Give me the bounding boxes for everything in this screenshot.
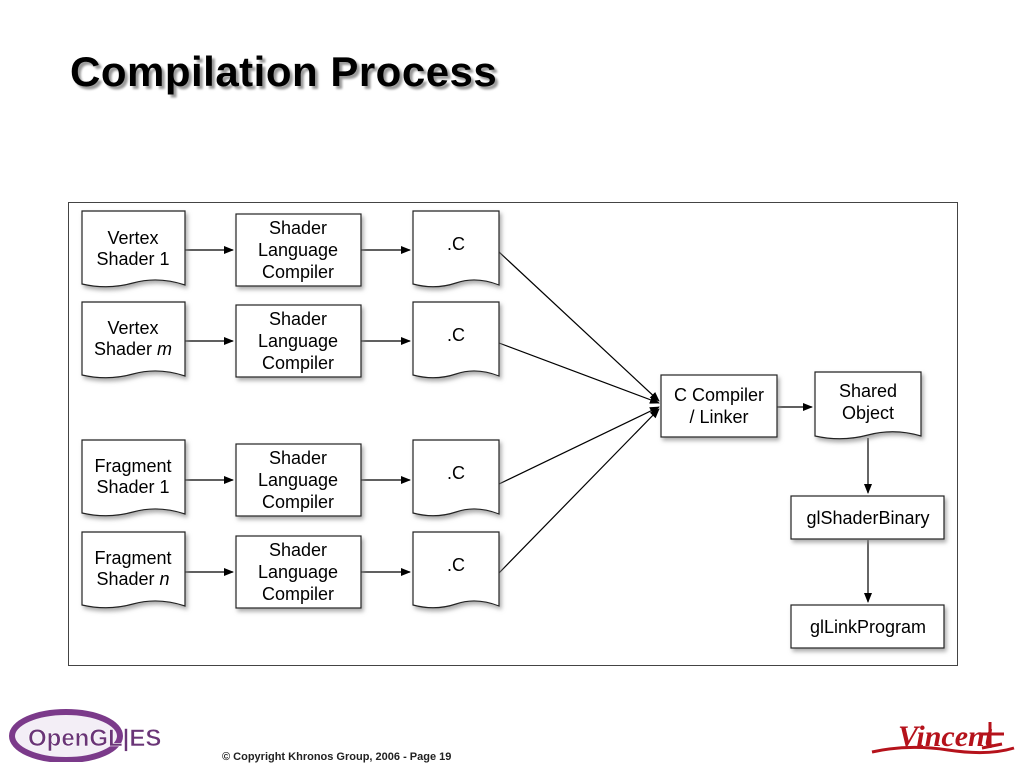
compiler-3-line1: Shader: [269, 448, 327, 468]
c-file-2: [412, 301, 500, 379]
compiler-4-line2: Language: [258, 562, 338, 582]
gllinkprogram-label: glLinkProgram: [810, 617, 926, 637]
source-4-line1: Fragment: [94, 548, 171, 568]
source-1-line1: Vertex: [107, 228, 158, 248]
vincent-logo-text: Vincent: [898, 720, 995, 753]
c-file-4-label: .C: [447, 555, 465, 575]
compiler-4-line1: Shader: [269, 540, 327, 560]
compiler-1-line3: Compiler: [262, 262, 334, 282]
opengl-es-logo-text: OpenGL|ES: [28, 725, 161, 752]
svg-text:Vertex: Vertex: [107, 228, 158, 248]
source-1-line2: Shader 1: [96, 249, 169, 269]
compiler-1-line1: Shader: [269, 218, 327, 238]
copyright-footer: © Copyright Khronos Group, 2006 - Page 1…: [222, 751, 452, 763]
source-3-line1: Fragment: [94, 456, 171, 476]
glshaderbinary-label: glShaderBinary: [806, 508, 929, 528]
gllinkprogram-box: [790, 604, 945, 649]
glshaderbinary-box: [790, 495, 945, 540]
compiler-4-line3: Compiler: [262, 584, 334, 604]
source-node-1: [81, 210, 186, 288]
source-4-line2: Shader n: [96, 569, 169, 589]
arrow-c2-to-ccompiler: [498, 342, 660, 404]
shared-object-node: [814, 371, 922, 440]
source-2-line2: Shader m: [94, 339, 172, 359]
c-file-nodes: [412, 210, 500, 609]
svg-text:Fragment: Fragment: [94, 548, 171, 568]
compiler-box-1: [235, 213, 362, 287]
c-file-1: [412, 210, 500, 288]
shared-object-line2: Object: [842, 403, 894, 423]
c-file-3-label: .C: [447, 463, 465, 483]
c-compiler-box: [660, 374, 778, 438]
opengl-es-logo: OpenGL|ES: [9, 709, 162, 762]
compiler-2-line1: Shader: [269, 309, 327, 329]
slide-title: Compilation Process: [70, 48, 498, 95]
compiler-box-4: [235, 535, 362, 609]
vincent-logo: Vincent: [871, 720, 1015, 755]
compiler-box-3: [235, 443, 362, 517]
c-file-4: [412, 531, 500, 609]
compiler-3-line3: Compiler: [262, 492, 334, 512]
c-file-3: [412, 439, 500, 517]
compiler-boxes: [235, 213, 362, 609]
source-2-line1: Vertex: [107, 318, 158, 338]
diagram-frame: [68, 202, 958, 666]
svg-text:Fragment: Fragment: [94, 456, 171, 476]
arrow-c1-to-ccompiler: [498, 251, 660, 402]
compiler-labels: Shader Language Compiler Shader Language…: [258, 218, 338, 604]
arrow-c4-to-ccompiler: [498, 408, 660, 574]
source-node-4: [81, 531, 186, 609]
shared-object-line1: Shared: [839, 381, 897, 401]
c-file-2-label: .C: [447, 325, 465, 345]
source-node-2: [81, 301, 186, 379]
c-file-1-label: .C: [447, 234, 465, 254]
compiler-2-line3: Compiler: [262, 353, 334, 373]
compiler-3-line2: Language: [258, 470, 338, 490]
source-node-3: [81, 439, 186, 517]
compiler-2-line2: Language: [258, 331, 338, 351]
compiler-1-line2: Language: [258, 240, 338, 260]
c-compiler-line1: C Compiler: [674, 385, 764, 405]
compiler-box-2: [235, 304, 362, 378]
connectors: [185, 246, 872, 603]
c-compiler-line2: / Linker: [689, 407, 748, 427]
source-3-line2: Shader 1: [96, 477, 169, 497]
svg-text:Vertex: Vertex: [107, 318, 158, 338]
arrow-c3-to-ccompiler: [498, 406, 660, 485]
